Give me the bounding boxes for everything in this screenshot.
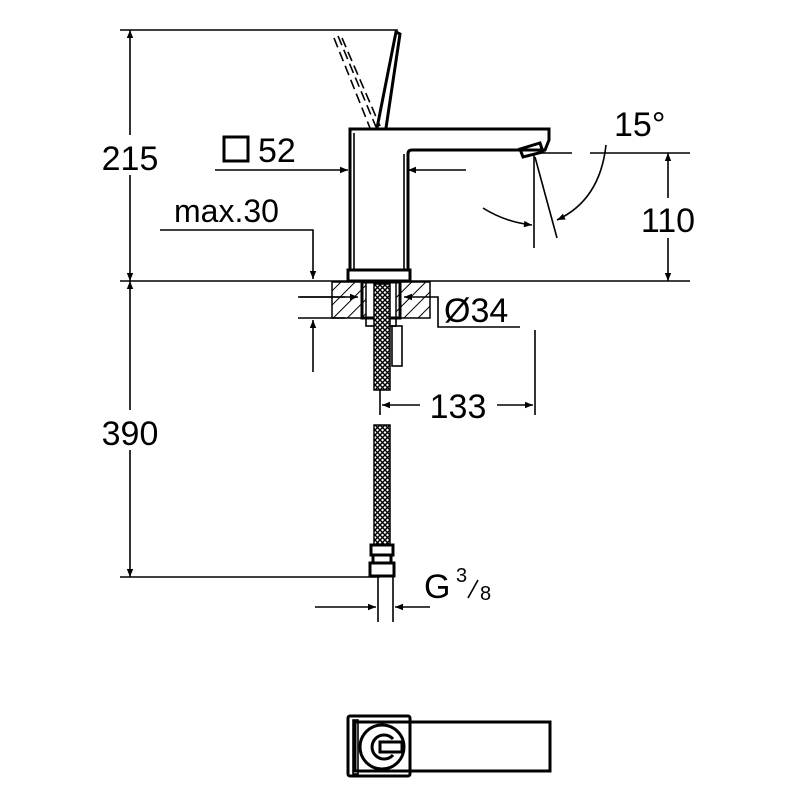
top-view xyxy=(346,714,552,778)
lever-open-position xyxy=(333,35,381,129)
spout-height-dimension: 110 xyxy=(590,152,704,281)
faucet-base xyxy=(346,268,412,283)
hose-upper xyxy=(373,283,391,391)
spout-angle-dimension: 15° xyxy=(482,106,665,248)
thread-numerator: 3 xyxy=(456,565,467,587)
spout-reach-dimension: 133 xyxy=(379,330,536,426)
thread-denominator: 8 xyxy=(480,583,491,605)
mounting-stud xyxy=(391,325,403,367)
dim-15deg-label: 15° xyxy=(614,106,665,144)
deck-thickness-dimension: max.30 xyxy=(160,193,345,372)
height-dimension: 215 390 xyxy=(92,30,168,577)
dim-110-label: 110 xyxy=(641,202,695,240)
deck-section xyxy=(331,280,431,391)
handle-cap-icon xyxy=(358,723,406,771)
hole-diameter-dimension: Ø34 xyxy=(300,292,520,330)
dim-390-label: 390 xyxy=(102,415,159,453)
hose-lower xyxy=(368,424,396,622)
dim-max30-label: max.30 xyxy=(174,193,279,229)
thread-dimension: G 3 8 xyxy=(315,565,491,611)
faucet-body xyxy=(333,29,551,283)
thread-g-label: G xyxy=(424,568,450,606)
body-square-dimension: 52 xyxy=(215,132,466,174)
dim-34-label: Ø34 xyxy=(444,292,508,330)
dim-215-label: 215 xyxy=(102,140,159,178)
square-symbol-icon xyxy=(222,135,250,163)
lever-handle xyxy=(375,29,402,129)
aerator xyxy=(518,141,545,159)
hose-nut xyxy=(368,561,396,578)
dim-52-label: 52 xyxy=(258,132,296,170)
dim-133-label: 133 xyxy=(430,388,487,426)
